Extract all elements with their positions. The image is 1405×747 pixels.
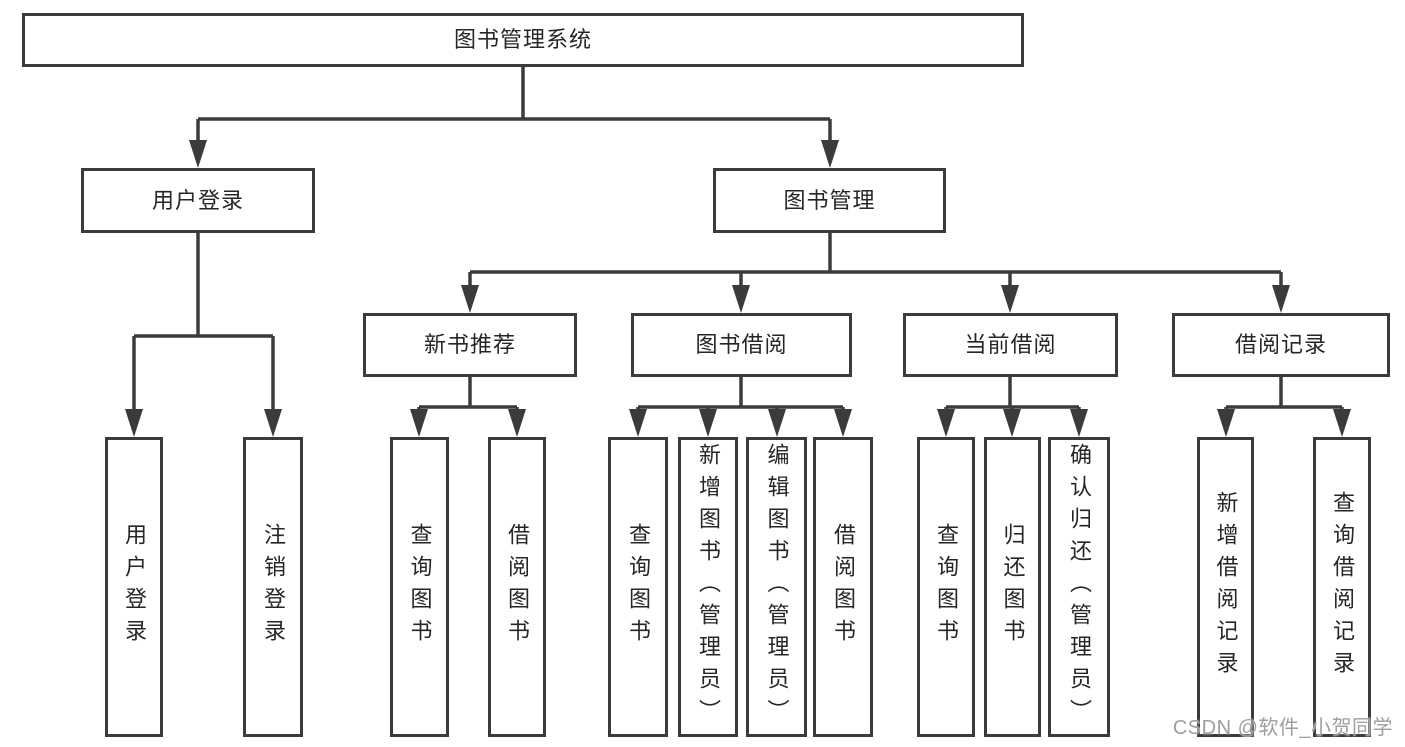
node-root: 图书管理系统	[22, 13, 1024, 67]
node-logout: 注销登录	[243, 437, 303, 737]
node-return-books: 归还图书	[984, 437, 1041, 737]
node-user-login-menu: 用户登录	[81, 168, 315, 233]
node-book-borrow: 图书借阅	[631, 313, 852, 377]
watermark-text: CSDN @软件_小贺同学	[1172, 717, 1393, 739]
node-query-books-3: 查询图书	[917, 437, 975, 737]
node-edit-books-admin: 编辑图书（管理员）	[746, 437, 807, 737]
node-current-borrow: 当前借阅	[903, 313, 1118, 377]
node-borrow-books-1: 借阅图书	[488, 437, 546, 737]
node-query-borrow-record: 查询借阅记录	[1313, 437, 1371, 737]
node-new-book-rec: 新书推荐	[363, 313, 577, 377]
node-borrow-books-2: 借阅图书	[813, 437, 873, 737]
node-query-books-2: 查询图书	[608, 437, 668, 737]
node-query-books-1: 查询图书	[390, 437, 449, 737]
node-user-login: 用户登录	[105, 437, 163, 737]
node-borrow-records: 借阅记录	[1172, 313, 1390, 377]
node-add-borrow-record: 新增借阅记录	[1197, 437, 1254, 737]
node-confirm-return-admin: 确认归还（管理员）	[1048, 437, 1110, 737]
node-add-books-admin: 新增图书（管理员）	[678, 437, 738, 737]
node-book-mgmt: 图书管理	[713, 168, 946, 233]
